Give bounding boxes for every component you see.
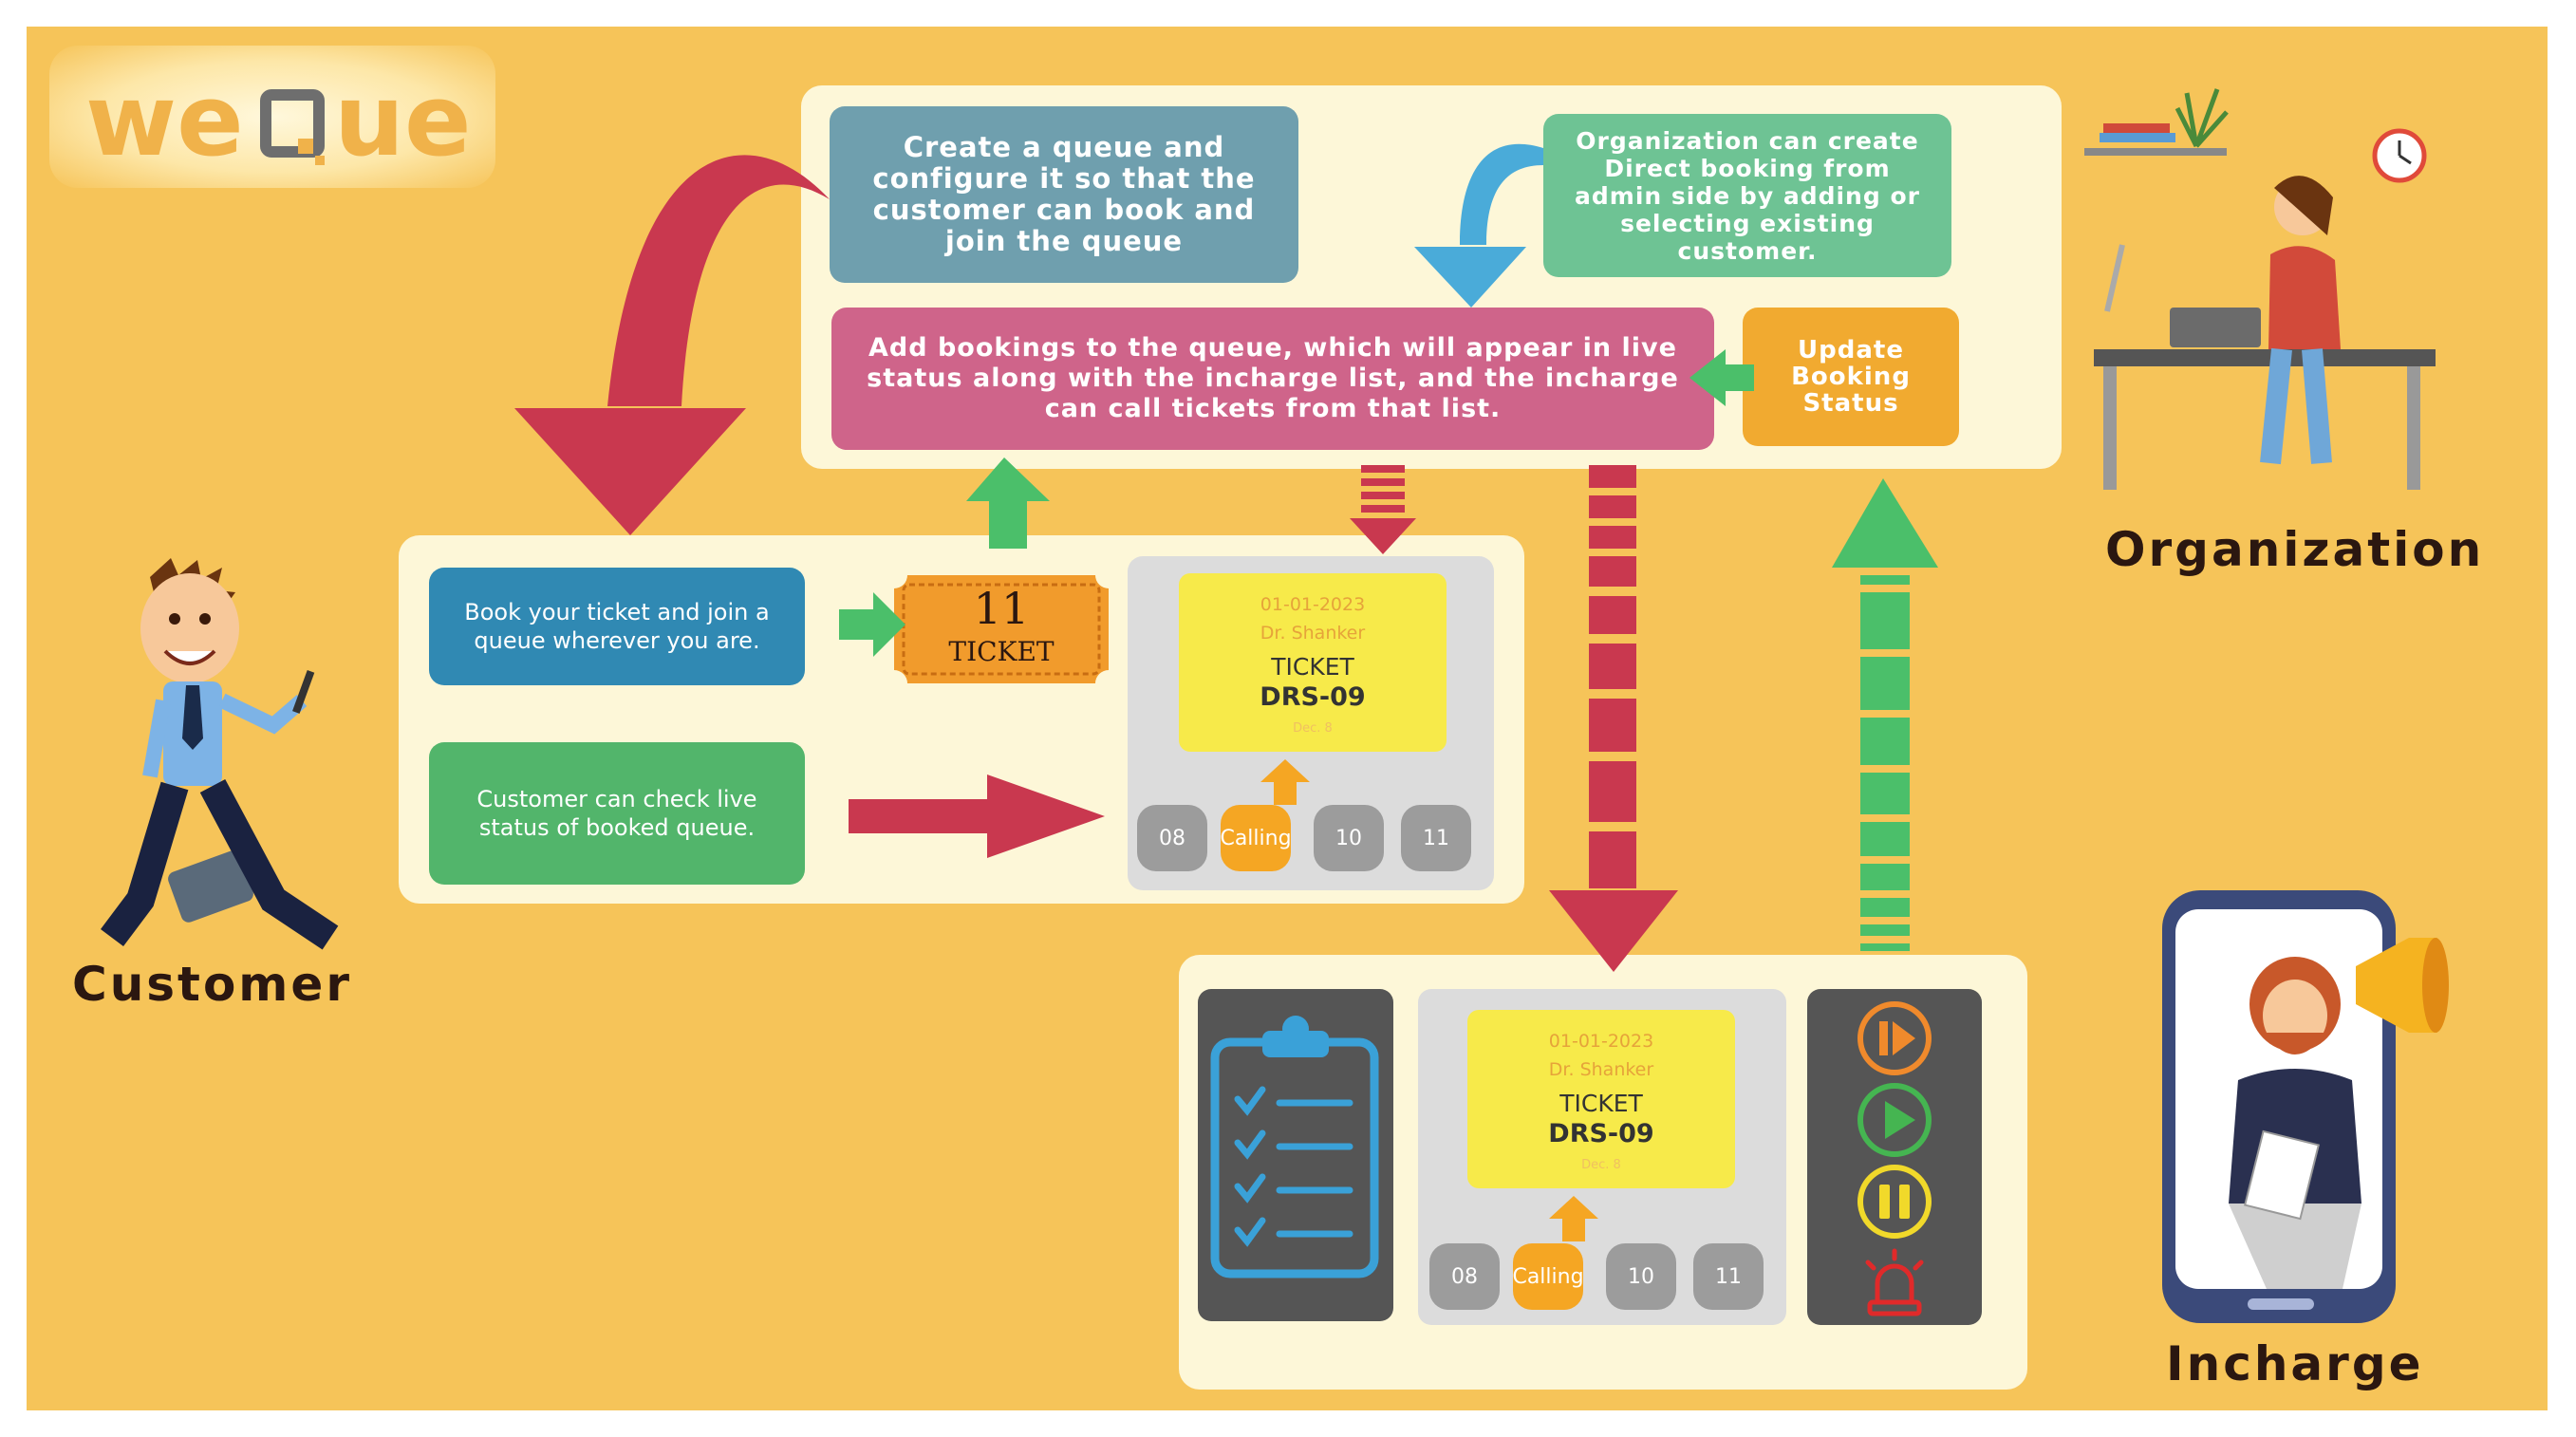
svg-text:we: we — [85, 63, 244, 178]
queue-pill: 08 — [1137, 805, 1207, 871]
customer-role-label: Customer — [72, 957, 352, 1012]
calling-up-arrow-icon — [1549, 1196, 1598, 1241]
check-status-box: Customer can check live status of booked… — [429, 742, 805, 885]
add-bookings-box: Add bookings to the queue, which will ap… — [831, 308, 1714, 450]
blue-curve-arrow — [1460, 143, 1543, 245]
status-ticket-label: TICKET — [1559, 1090, 1643, 1117]
status-footer: Dec. 8 — [1581, 1158, 1621, 1172]
blue-arrowhead — [1414, 247, 1526, 308]
status-footer: Dec. 8 — [1293, 721, 1333, 736]
skip-forward-icon[interactable] — [1853, 997, 1936, 1080]
status-ticket-label: TICKET — [1271, 653, 1354, 681]
queue-pill: 10 — [1314, 805, 1384, 871]
red-curve-arrowhead — [514, 408, 746, 535]
organization-illustration-icon — [2084, 88, 2436, 490]
status-date: 01-01-2023 — [1548, 1031, 1654, 1052]
ticket-graphic: 11 TICKET — [894, 575, 1109, 683]
play-icon[interactable] — [1853, 1078, 1936, 1162]
queue-pill: 11 — [1401, 805, 1471, 871]
diagram-canvas: we ue weque Create a queue and configure… — [27, 27, 2548, 1410]
flow-arrows — [514, 143, 1938, 972]
book-ticket-box: Book your ticket and join a queue wherev… — [429, 568, 805, 685]
calling-up-arrow-icon — [1260, 759, 1310, 805]
organization-role-label: Organization — [2105, 522, 2485, 577]
queue-pill-calling: Calling — [1220, 805, 1292, 871]
status-ticket-code: DRS-09 — [1260, 682, 1366, 712]
incharge-list-card — [1198, 989, 1393, 1321]
incharge-status-ticket: 01-01-2023 Dr. Shanker TICKET DRS-09 Dec… — [1467, 1010, 1735, 1188]
incharge-controls-card — [1807, 989, 1982, 1325]
red-right-arrow — [849, 774, 1105, 858]
svg-text:ue: ue — [334, 63, 472, 178]
queue-pill: 08 — [1429, 1243, 1500, 1310]
incharge-illustration-icon — [2162, 890, 2449, 1323]
direct-booking-box: Organization can create Direct booking f… — [1543, 114, 1951, 277]
ticket-shape-icon — [894, 575, 1109, 683]
red-dashed-down-arrow — [1549, 465, 1678, 972]
create-queue-box: Create a queue and configure it so that … — [830, 106, 1298, 283]
pause-icon[interactable] — [1853, 1160, 1936, 1243]
red-striped-down-arrow — [1350, 465, 1416, 554]
queue-pill: 10 — [1606, 1243, 1676, 1310]
ticket-label: TICKET — [948, 636, 1055, 667]
queue-pill-calling: Calling — [1512, 1243, 1584, 1310]
incharge-role-label: Incharge — [2166, 1336, 2424, 1391]
customer-illustration-icon — [101, 558, 339, 950]
ticket-number: 11 — [973, 583, 1030, 634]
status-ticket-code: DRS-09 — [1548, 1119, 1654, 1148]
alarm-siren-icon[interactable] — [1857, 1247, 1932, 1319]
green-dashed-up-arrow — [1832, 478, 1938, 951]
update-booking-status-box: Update Booking Status — [1743, 308, 1959, 446]
green-up-arrow — [966, 457, 1050, 549]
logo: we ue weque — [49, 46, 495, 188]
clipboard-checklist-icon — [1210, 1016, 1379, 1278]
queue-pill: 11 — [1693, 1243, 1764, 1310]
status-doctor: Dr. Shanker — [1548, 1059, 1654, 1080]
status-date: 01-01-2023 — [1260, 594, 1366, 615]
green-right-arrow — [839, 592, 905, 657]
status-doctor: Dr. Shanker — [1260, 623, 1366, 644]
customer-status-ticket: 01-01-2023 Dr. Shanker TICKET DRS-09 Dec… — [1179, 573, 1447, 752]
red-curve-arrow — [607, 155, 830, 406]
green-left-arrow — [1689, 349, 1754, 406]
weque-logo-icon: we ue — [85, 63, 472, 178]
